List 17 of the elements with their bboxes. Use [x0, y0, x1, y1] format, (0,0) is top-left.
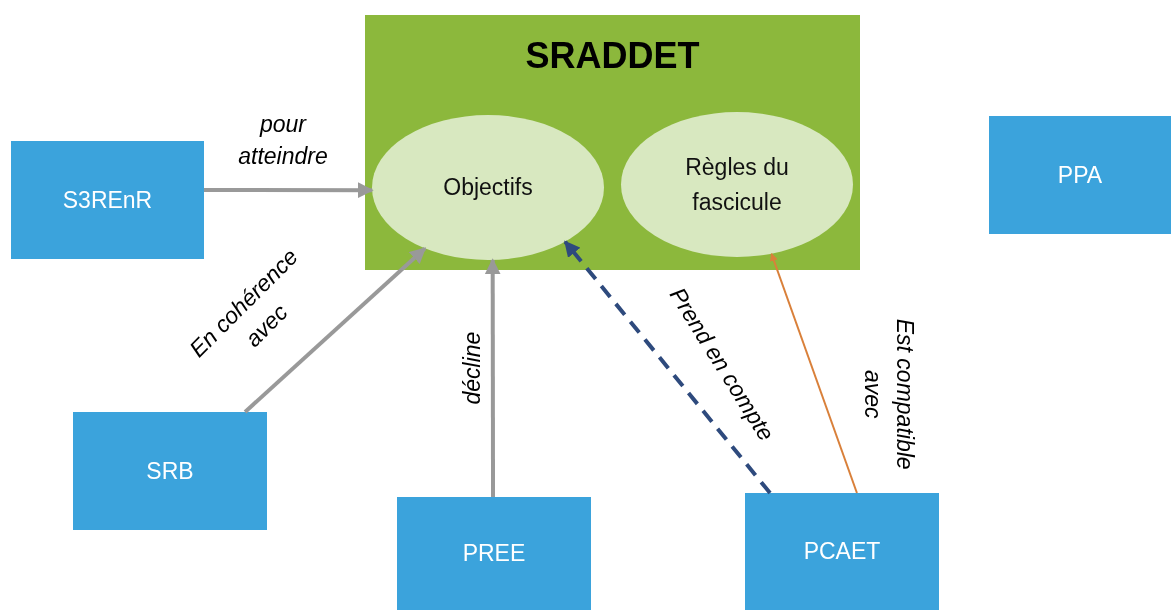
arrow [243, 246, 427, 414]
arrow [770, 252, 858, 494]
arrow [484, 258, 501, 497]
group-box [365, 15, 860, 270]
ellipse: Objectifs [372, 115, 604, 260]
process-box: S3REnR [11, 141, 204, 259]
edge-label: décline [457, 330, 486, 407]
process-box: PCAET [745, 493, 939, 610]
edge-label: Est compatible avec [859, 317, 920, 472]
ellipse: Règles du fascicule [621, 112, 853, 257]
edge-label: pour atteindre [237, 110, 329, 172]
process-box: PPA [989, 116, 1171, 234]
process-box: SRB [73, 412, 267, 530]
arrow [204, 182, 374, 199]
process-box: PREE [397, 497, 591, 610]
group-title: SRADDET [524, 34, 701, 78]
arrow [563, 240, 772, 495]
